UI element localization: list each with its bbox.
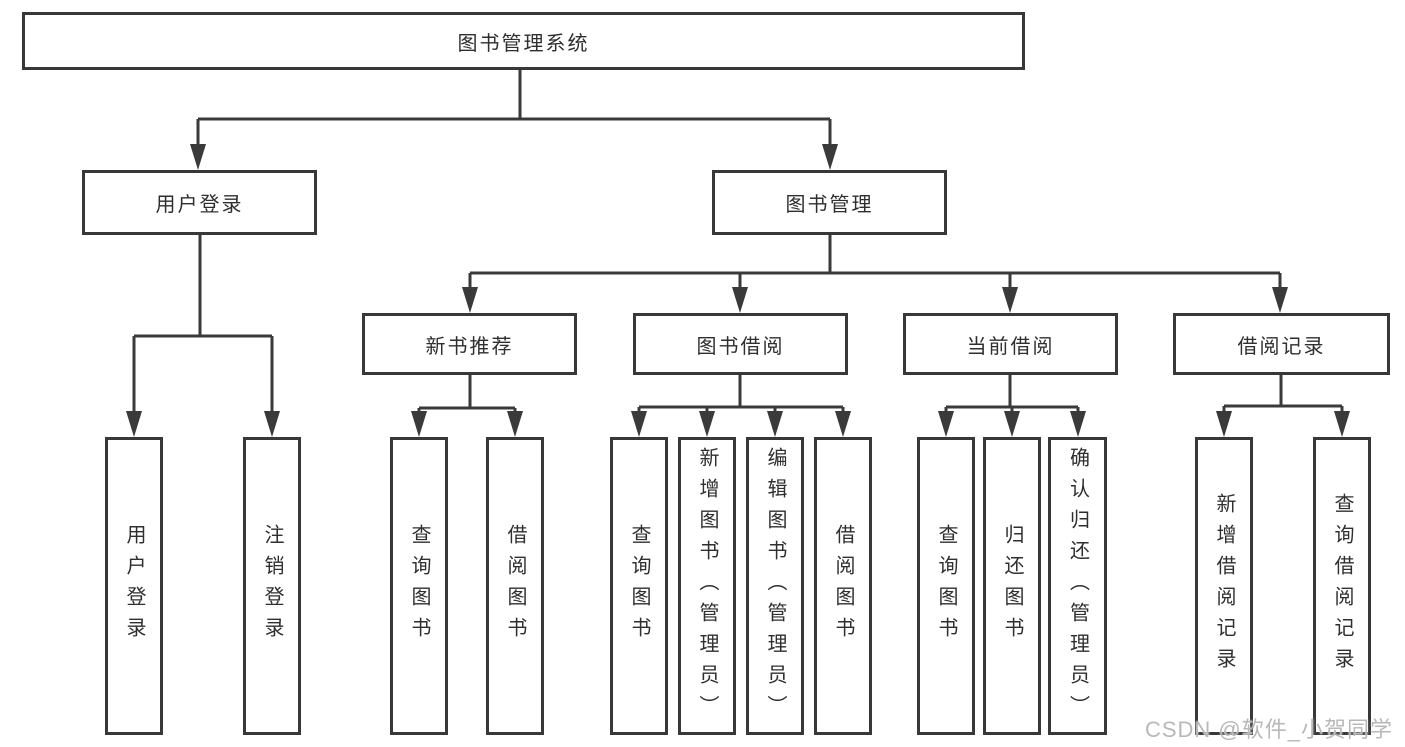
node-label: 查询图书 bbox=[628, 524, 650, 648]
leaf-query-books-recommend: 查询图书 bbox=[390, 437, 448, 735]
node-new-book-recommend: 新书推荐 bbox=[362, 313, 577, 375]
node-label: 图书管理系统 bbox=[457, 32, 590, 55]
csdn-watermark: CSDN @软件_小贺同学 bbox=[1144, 717, 1393, 742]
node-book-borrow: 图书借阅 bbox=[633, 313, 848, 375]
leaf-query-books-current: 查询图书 bbox=[917, 437, 975, 735]
node-label: 用户登录 bbox=[155, 194, 244, 216]
node-label: 归还图书 bbox=[1001, 524, 1023, 648]
leaf-edit-books-admin: 编辑图书（管理员） bbox=[746, 437, 804, 735]
node-label: 图书管理 bbox=[785, 194, 874, 216]
node-label: 编辑图书（管理员） bbox=[764, 446, 786, 726]
leaf-query-books-borrow: 查询图书 bbox=[610, 437, 668, 735]
leaf-borrow-books: 借阅图书 bbox=[814, 437, 872, 735]
node-label: 借阅图书 bbox=[504, 524, 526, 648]
leaf-return-books: 归还图书 bbox=[983, 437, 1041, 735]
leaf-borrow-books-recommend: 借阅图书 bbox=[486, 437, 544, 735]
node-label: 图书借阅 bbox=[696, 335, 785, 358]
node-library-management-system: 图书管理系统 bbox=[22, 12, 1025, 70]
node-label: 确认归还（管理员） bbox=[1066, 446, 1089, 726]
node-label: 查询图书 bbox=[935, 524, 957, 648]
leaf-user-login: 用户登录 bbox=[105, 437, 163, 735]
leaf-logout: 注销登录 bbox=[243, 437, 301, 735]
node-book-management: 图书管理 bbox=[712, 170, 947, 235]
node-label: 用户登录 bbox=[123, 524, 145, 648]
node-label: 新书推荐 bbox=[425, 335, 514, 358]
node-label: 查询借阅记录 bbox=[1331, 493, 1353, 679]
leaf-add-borrow-record: 新增借阅记录 bbox=[1195, 437, 1253, 735]
node-current-borrow: 当前借阅 bbox=[903, 313, 1118, 375]
leaf-query-borrow-record: 查询借阅记录 bbox=[1313, 437, 1371, 735]
node-label: 查询图书 bbox=[408, 524, 430, 648]
leaf-add-books-admin: 新增图书（管理员） bbox=[678, 437, 736, 735]
node-borrow-records: 借阅记录 bbox=[1173, 313, 1390, 375]
leaf-confirm-return-admin: 确认归还（管理员） bbox=[1048, 437, 1107, 735]
node-label: 当前借阅 bbox=[966, 335, 1055, 358]
node-label: 新增借阅记录 bbox=[1213, 493, 1235, 679]
node-user-login: 用户登录 bbox=[82, 170, 317, 235]
node-label: 借阅记录 bbox=[1237, 335, 1326, 358]
node-label: 借阅图书 bbox=[832, 524, 854, 648]
node-label: 注销登录 bbox=[261, 524, 283, 648]
node-label: 新增图书（管理员） bbox=[696, 446, 718, 726]
